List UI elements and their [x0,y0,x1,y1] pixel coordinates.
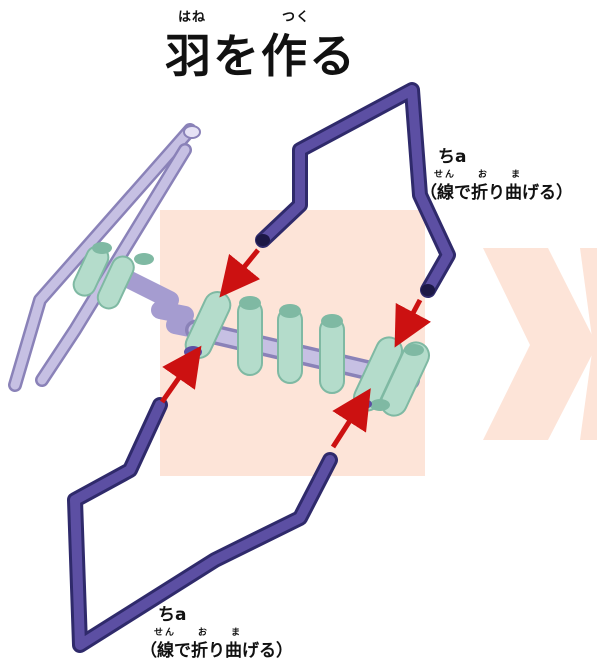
arrow-top-left [219,248,261,298]
label-top-right-part: ちa [438,147,467,167]
next-step-chevron-icon [483,248,597,440]
label-bottom-left-desc: （線で折り曲げる） [140,641,293,661]
arrow-bottom-left [159,345,202,404]
arrow-top-right [394,298,432,348]
next-step-chevron-icon-2 [580,248,597,440]
title-ruby-hane: はね [178,10,207,25]
label-top-right-desc: （線で折り曲げる） [420,183,573,203]
rod-tubes [237,296,345,394]
label-bottom-left-part: ちa [158,605,187,625]
bottom-wire [67,397,338,653]
page-title: 羽を作る [165,29,357,83]
left-prong-part [8,123,202,392]
left-tubes [72,242,154,310]
label-bottom-left: ちa せん お ま （線で折り曲げる） [140,600,293,661]
title-ruby-tsuku: つく [282,10,311,25]
insert-arrows [159,248,432,449]
top-wire [255,82,456,298]
label-bottom-left-ruby: せん お ま [154,628,243,638]
label-top-right: ちa せん お ま （線で折り曲げる） [420,142,573,203]
label-top-right-ruby: せん お ま [434,170,523,180]
arrow-bottom-right [330,388,371,449]
